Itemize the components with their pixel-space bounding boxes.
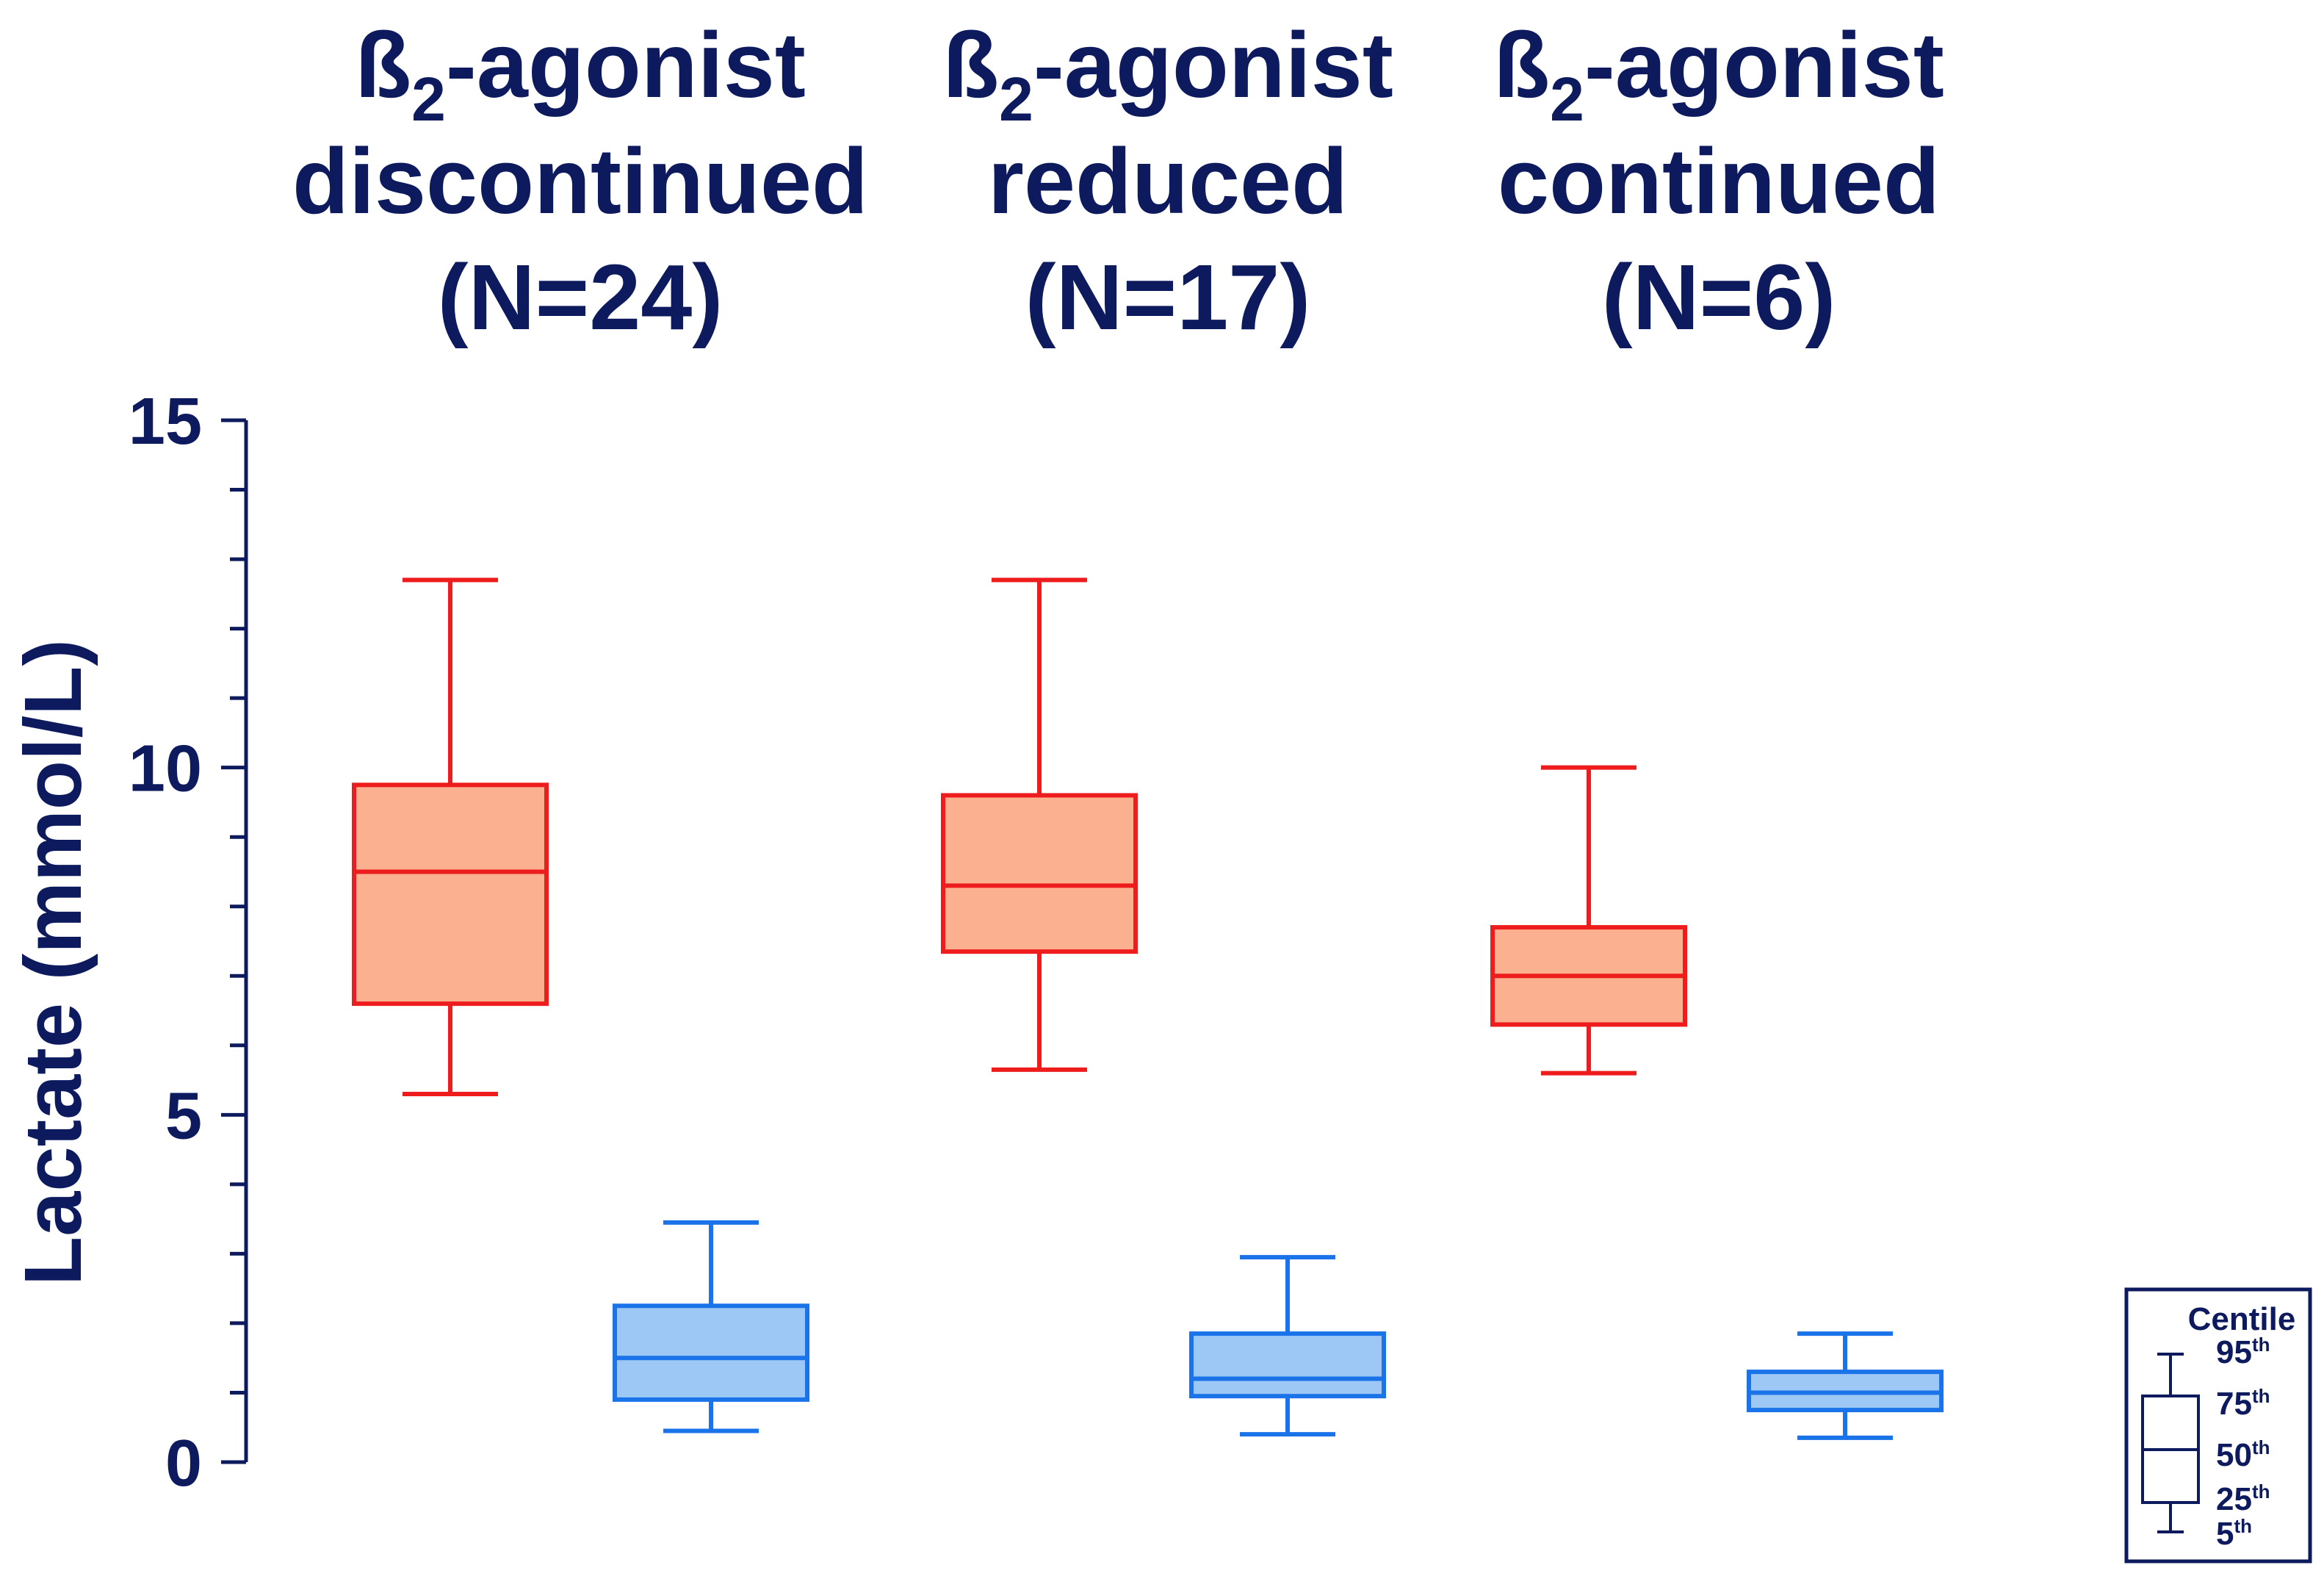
iqr-box [1189,1331,1386,1399]
legend-label-p50: 50th [2216,1436,2270,1473]
y-axis-label: Lactate (mmol/L) [8,639,98,1286]
iqr-box [613,1303,809,1402]
box-blue-group-2 [1189,1255,1386,1437]
legend-label-p75: 75th [2216,1385,2270,1422]
box-plots [352,577,1944,1440]
legend-title: Centile [2188,1301,2296,1337]
group-header-line3: (N=24) [438,245,723,349]
group-header-line2: reduced [988,129,1348,233]
box-blue-group-1 [613,1220,809,1433]
group-header-line1: ß2-agonist [942,13,1393,134]
iqr-box [352,782,549,1007]
legend-label-p25: 25th [2216,1480,2270,1517]
group-headers: ß2-agonistdiscontinued(N=24)ß2-agonistre… [292,13,1944,349]
group-header-line3: (N=17) [1025,245,1311,349]
y-tick-label: 15 [129,385,202,458]
iqr-box [941,793,1138,954]
legend-label-p95: 95th [2216,1334,2270,1370]
group-header-line1: ß2-agonist [355,13,806,134]
group-header-line2: discontinued [292,129,868,233]
y-tick-label: 10 [129,733,202,806]
group-header-line2: continued [1498,129,1940,233]
box-red-group-2 [941,577,1138,1072]
legend-label-p5: 5th [2216,1515,2252,1552]
box-red-group-3 [1490,765,1687,1076]
group-header-line1: ß2-agonist [1493,13,1944,134]
y-axis: 0 5 10 15 [129,385,248,1500]
legend-sample-box [2141,1353,2200,1533]
box-red-group-1 [352,577,549,1096]
y-tick-label: 0 [165,1427,202,1500]
box-blue-group-3 [1747,1331,1944,1440]
legend-frame [2124,1287,2312,1564]
y-tick-label: 5 [165,1079,202,1153]
group-header-line3: (N=6) [1602,245,1836,349]
